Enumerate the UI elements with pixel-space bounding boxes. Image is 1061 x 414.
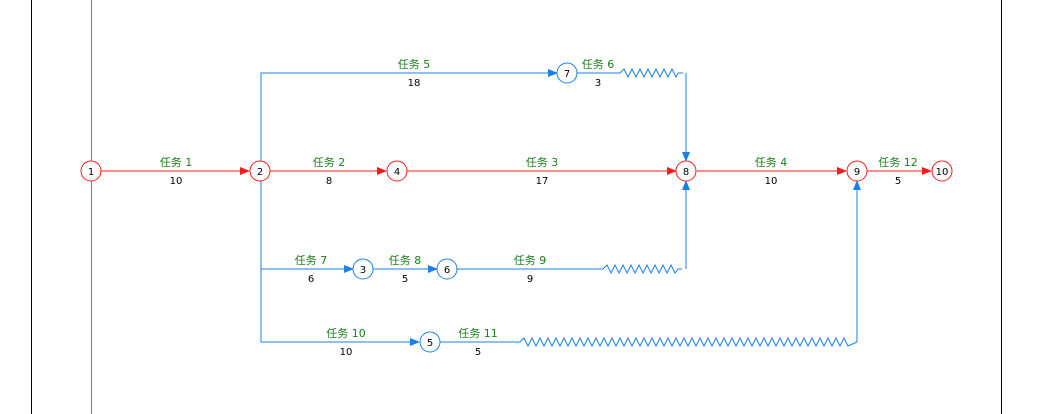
task-7-duration: 6 (308, 274, 314, 285)
task-labels: 任务 1 10 任务 2 8 任务 3 17 任务 4 10 任务 12 5 任… (160, 58, 918, 358)
task-12-label: 任务 12 (878, 156, 918, 169)
task-1-label: 任务 1 (160, 156, 193, 169)
task-9-duration: 9 (527, 274, 533, 285)
task-11-duration: 5 (475, 347, 481, 358)
task-9-label: 任务 9 (514, 254, 547, 267)
node-7-number: 7 (564, 69, 570, 80)
task-7-label: 任务 7 (295, 254, 328, 267)
task-1-duration: 10 (170, 176, 183, 187)
task-6-duration: 3 (595, 78, 601, 89)
node-7[interactable]: 7 (556, 62, 578, 84)
task-4-duration: 10 (765, 176, 778, 187)
node-10[interactable]: 10 (931, 160, 953, 182)
node-1[interactable]: 1 (80, 160, 102, 182)
node-6[interactable]: 6 (436, 258, 458, 280)
edge-task-10 (260, 181, 420, 346)
free-float-zigzag (602, 263, 682, 275)
node-5[interactable]: 5 (419, 331, 441, 353)
task-4-label: 任务 4 (755, 156, 788, 169)
task-10-duration: 10 (340, 347, 353, 358)
task-10-label: 任务 10 (326, 327, 366, 340)
nodes: 1 2 3 4 5 6 7 8 (80, 62, 953, 353)
node-1-number: 1 (88, 167, 94, 178)
edge-task-5 (260, 69, 558, 161)
node-5-number: 5 (427, 338, 433, 349)
node-10-number: 10 (936, 167, 949, 178)
free-float-zigzag (519, 336, 858, 348)
task-5-label: 任务 5 (398, 58, 431, 71)
edges (101, 67, 932, 348)
node-2[interactable]: 2 (249, 160, 271, 182)
node-4[interactable]: 4 (386, 160, 408, 182)
node-9-number: 9 (854, 167, 860, 178)
task-2-duration: 8 (326, 176, 332, 187)
node-4-number: 4 (394, 167, 400, 178)
node-6-number: 6 (444, 265, 450, 276)
task-3-label: 任务 3 (526, 156, 559, 169)
node-3-number: 3 (360, 265, 366, 276)
node-9[interactable]: 9 (846, 160, 868, 182)
task-5-duration: 18 (408, 78, 421, 89)
task-12-duration: 5 (895, 176, 901, 187)
node-8-number: 8 (683, 167, 689, 178)
task-3-duration: 17 (536, 176, 549, 187)
task-8-duration: 5 (402, 274, 408, 285)
node-3[interactable]: 3 (352, 258, 374, 280)
node-2-number: 2 (257, 167, 263, 178)
free-float-zigzag (619, 67, 683, 79)
task-8-label: 任务 8 (389, 254, 422, 267)
task-2-label: 任务 2 (313, 156, 346, 169)
task-11-label: 任务 11 (458, 327, 498, 340)
node-8[interactable]: 8 (675, 160, 697, 182)
task-6-label: 任务 6 (582, 58, 615, 71)
